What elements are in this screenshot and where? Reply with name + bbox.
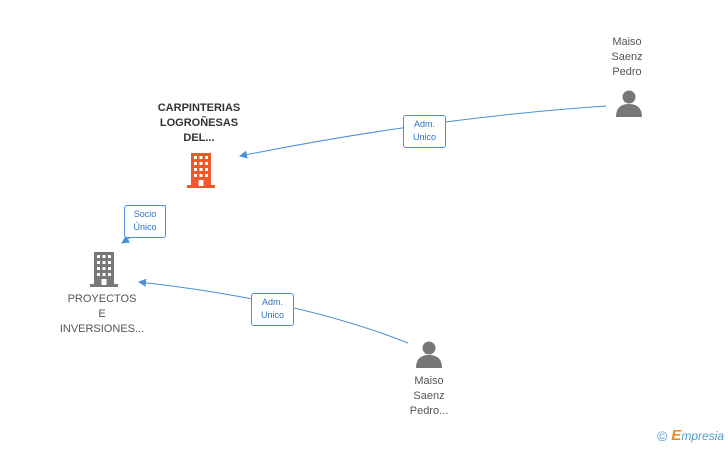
edge-label-socio-unico[interactable]: Socio Único bbox=[124, 205, 166, 238]
edge-label-adm-unico-top[interactable]: Adm. Unico bbox=[403, 115, 446, 148]
building-icon[interactable] bbox=[88, 252, 120, 287]
brand-e: E bbox=[671, 427, 682, 444]
copyright-icon: © bbox=[656, 427, 668, 444]
building-icon[interactable] bbox=[185, 153, 217, 188]
brand-name: mpresia bbox=[681, 428, 724, 443]
person-icon[interactable] bbox=[414, 340, 444, 368]
person-icon[interactable] bbox=[614, 89, 644, 117]
company-main-label[interactable]: CARPINTERIAS LOGROÑESAS DEL... bbox=[157, 102, 241, 144]
company-sub-label[interactable]: PROYECTOS E INVERSIONES... bbox=[59, 293, 145, 335]
person-bottom-label[interactable]: Maiso Saenz Pedro... bbox=[409, 375, 449, 417]
edge-label-adm-unico-bottom[interactable]: Adm. Unico bbox=[251, 293, 294, 326]
person-top-label[interactable]: Maiso Saenz Pedro bbox=[611, 36, 643, 78]
